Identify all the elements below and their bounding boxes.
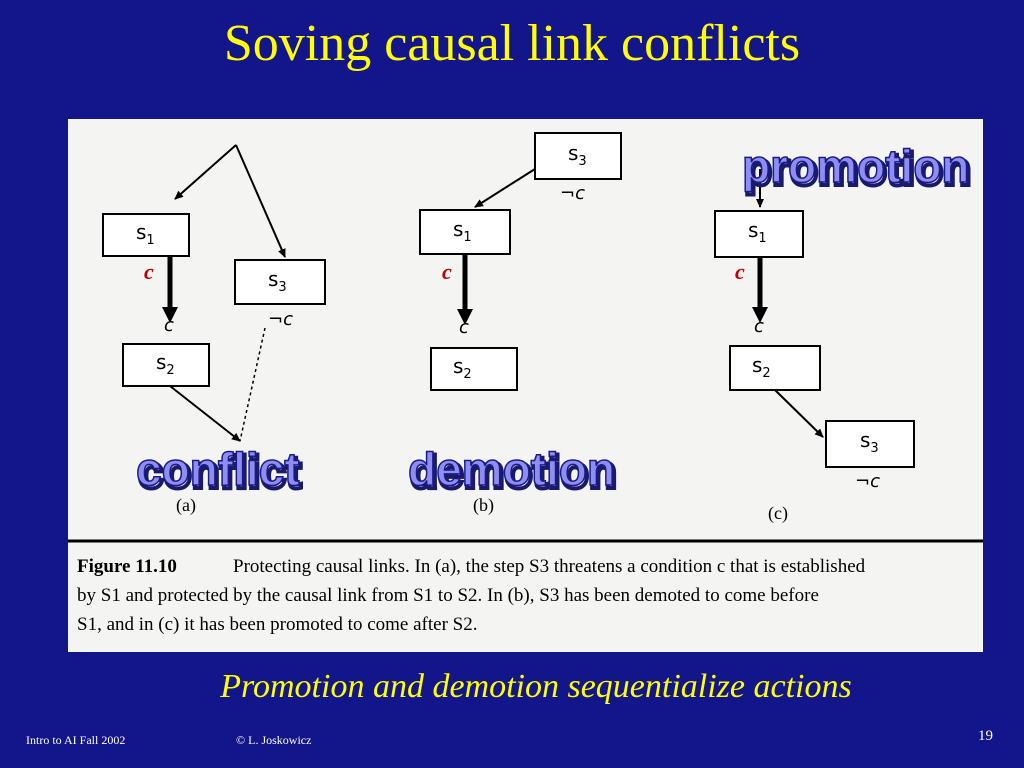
panel-label-c: (c) [768,503,788,524]
s3-sub-a: 3 [278,280,286,295]
panel-label-b: (b) [473,495,494,516]
panel-c: s1 s2 s3 ¬c c c (c) [714,169,915,524]
caption-line-1: Protecting causal links. In (a), the ste… [233,556,866,577]
page-number: 19 [978,728,993,744]
cond-a: c [164,315,174,336]
svg-text:s3: s3 [568,141,587,169]
s1-sub-b: 1 [463,230,471,245]
s3-label-c: s [860,428,870,452]
slide-title: Soving causal link conflicts [223,15,801,72]
demotion-shadow: demotion [410,446,617,498]
s3-label-b: s [568,141,578,165]
footer-course: Intro to AI Fall 2002 [26,733,126,747]
figure-image: s1 s3 ¬c s2 c c (a) s3 ¬c s1 [68,119,983,652]
s1-label-b: s [453,217,463,241]
neg-cond-b: ¬c [560,183,585,204]
step-s1-box-a [102,213,190,257]
link-label-a: c [144,259,154,284]
promotion-label: promotion [742,140,969,192]
step-s3-box-a [234,259,326,305]
conflict-shadow: conflict [138,446,302,498]
figure-number: Figure 11.10 [77,556,177,577]
demotion-label: demotion [408,443,615,495]
svg-text:s1: s1 [748,218,767,246]
panel-label-a: (a) [176,495,196,516]
step-s1-box-c [714,210,804,258]
panel-a: s1 s3 ¬c s2 c c (a) [102,144,326,516]
figure-caption: Figure 11.10 Protecting causal links. In… [77,556,866,635]
step-s2-box-b [430,347,518,391]
s3-label-a: s [268,267,278,291]
conflict-label: conflict [136,443,300,495]
s3-sub-b: 3 [578,154,586,169]
s2-label-b: s [453,354,463,378]
s1-label-c: s [748,218,758,242]
svg-text:s2: s2 [752,353,771,381]
link-label-b: c [442,259,452,284]
s3-sub-c: 3 [870,441,878,456]
s2-label-a: s [156,350,166,374]
svg-text:s3: s3 [268,267,287,295]
svg-text:s1: s1 [453,217,472,245]
s1-sub-c: 1 [758,231,766,246]
svg-text:s2: s2 [453,354,472,382]
cond-b: c [459,317,469,338]
s2-label-c: s [752,353,762,377]
neg-cond-c: ¬c [855,471,880,492]
s2-sub-b: 2 [463,367,471,382]
svg-text:s2: s2 [156,350,175,378]
footer-author: © L. Joskowicz [236,733,312,747]
slide-subtitle: Promotion and demotion sequentialize act… [220,668,852,705]
s1-sub-a: 1 [146,233,154,248]
causal-link-diagram: s1 s3 ¬c s2 c c (a) s3 ¬c s1 [68,132,983,635]
svg-text:s1: s1 [136,220,155,248]
cond-c: c [754,316,764,337]
svg-text:s3: s3 [860,428,879,456]
s2-sub-a: 2 [166,363,174,378]
promotion-shadow: promotion [744,143,971,195]
step-s3-box-b [534,132,622,180]
neg-cond-a: ¬c [268,309,293,330]
link-label-c: c [735,259,745,284]
step-s2-box-a [122,343,210,387]
panel-b: s3 ¬c s1 s2 c c (b) [419,132,622,516]
s1-label-a: s [136,220,146,244]
caption-line-3: S1, and in (c) it has been promoted to c… [77,614,477,635]
s2-sub-c: 2 [762,366,770,381]
caption-line-2: by S1 and protected by the causal link f… [77,585,819,606]
step-s3-box-c [825,420,915,468]
step-s1-box-b [419,209,511,255]
step-s2-box-c [729,345,821,391]
